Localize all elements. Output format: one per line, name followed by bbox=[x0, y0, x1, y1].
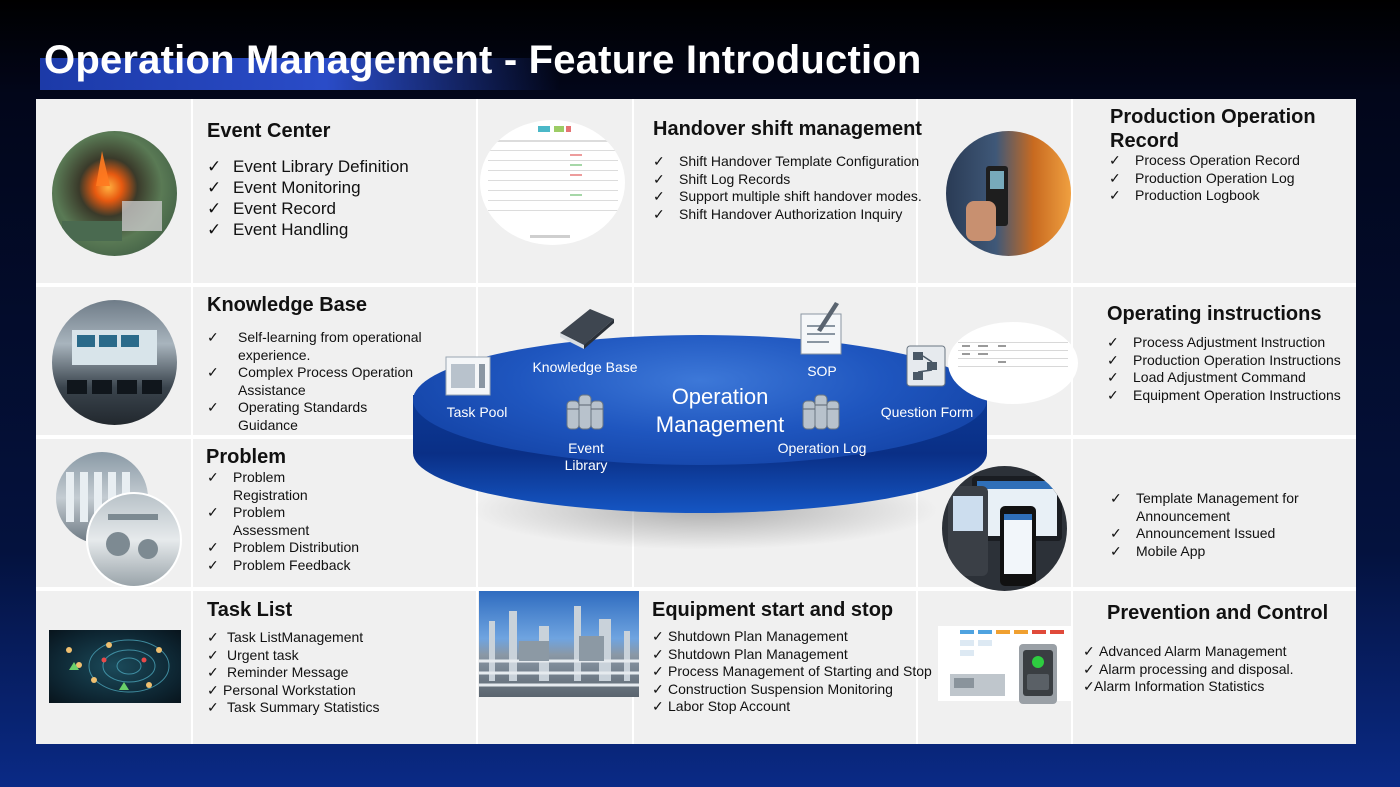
event-center-heading: Event Center bbox=[207, 120, 331, 142]
list-item: ✓Urgent task bbox=[207, 646, 299, 663]
handover-heading: Handover shift management bbox=[653, 118, 922, 140]
list-item: ✓Advanced Alarm Management bbox=[1083, 643, 1287, 659]
question-form-label[interactable]: Question Form bbox=[880, 404, 974, 420]
task-list-heading: Task List bbox=[207, 599, 293, 621]
list-item: ✓Announcement Issued bbox=[1110, 525, 1276, 541]
event-library-database-icon[interactable] bbox=[563, 391, 607, 438]
prevention-list: ✓Advanced Alarm Management ✓Alarm proces… bbox=[1083, 643, 1294, 696]
task-list-image bbox=[49, 630, 181, 703]
list-item: ✓Support multiple shift handover modes. bbox=[653, 188, 922, 204]
list-item: ✓Production Logbook bbox=[1109, 187, 1260, 203]
production-record-heading: Production Operation Record bbox=[1110, 106, 1316, 152]
list-item: ✓Shutdown Plan Management bbox=[652, 628, 848, 644]
handover-screenshot bbox=[480, 120, 625, 245]
operating-instructions-screenshot bbox=[948, 322, 1078, 404]
list-item: ✓Load Adjustment Command bbox=[1107, 369, 1306, 385]
list-item: ✓Task ListManagement bbox=[207, 629, 364, 645]
page-title: Operation Management - Feature Introduct… bbox=[44, 38, 922, 82]
list-item: ✓Problem Feedback bbox=[207, 556, 351, 573]
equipment-image bbox=[479, 591, 639, 697]
list-item: ✓Construction Suspension Monitoring bbox=[652, 680, 893, 697]
list-item: ✓Mobile App bbox=[1110, 542, 1206, 559]
list-item: ✓Event Library Definition bbox=[207, 157, 409, 176]
list-item: ✓Task Summary Statistics bbox=[207, 699, 380, 715]
event-library-label[interactable]: Event Library bbox=[564, 440, 608, 473]
list-item: ✓Problem Distribution bbox=[207, 539, 360, 555]
knowledge-base-image bbox=[52, 300, 177, 425]
list-item: ✓Production Operation Log bbox=[1109, 169, 1295, 186]
list-item: ✓Personal Workstation bbox=[207, 681, 356, 698]
list-item: ✓Event Monitoring bbox=[207, 178, 361, 197]
prevention-heading: Prevention and Control bbox=[1107, 602, 1329, 624]
alarm-device-image bbox=[1019, 644, 1057, 704]
grid-line bbox=[191, 99, 193, 744]
list-item: ✓Process Management of Starting and Stop bbox=[652, 663, 932, 679]
list-item: ✓Shutdown Plan Management bbox=[652, 645, 848, 662]
operation-log-database-icon[interactable] bbox=[799, 391, 843, 438]
sop-document-icon[interactable] bbox=[799, 300, 845, 361]
operation-log-label[interactable]: Operation Log bbox=[777, 440, 867, 456]
list-item: ✓Alarm processing and disposal. bbox=[1083, 660, 1294, 677]
list-item: ✓Process Operation Record bbox=[1109, 152, 1300, 168]
operation-disc bbox=[413, 335, 987, 465]
operating-instructions-list: ✓Process Adjustment Instruction ✓Product… bbox=[1107, 334, 1341, 404]
grid-line bbox=[1071, 99, 1073, 744]
question-form-icon[interactable] bbox=[905, 344, 947, 393]
list-item: ✓Event Handling bbox=[207, 220, 349, 239]
knowledge-base-label[interactable]: Knowledge Base bbox=[532, 359, 638, 375]
list-item: ✓Shift Handover Authorization Inquiry bbox=[653, 205, 903, 222]
list-item: ✓Equipment Operation Instructions bbox=[1107, 386, 1341, 403]
equipment-heading: Equipment start and stop bbox=[652, 599, 894, 621]
task-list-list: ✓Task ListManagement ✓Urgent task ✓Remin… bbox=[207, 629, 379, 717]
problem-heading: Problem bbox=[206, 446, 287, 468]
event-center-list: ✓Event Library Definition ✓Event Monitor… bbox=[207, 156, 409, 240]
equipment-list: ✓Shutdown Plan Management ✓Shutdown Plan… bbox=[652, 628, 932, 716]
mobile-app-image bbox=[942, 466, 1067, 591]
list-item: ✓Labor Stop Account bbox=[652, 698, 791, 714]
knowledge-base-heading: Knowledge Base bbox=[207, 294, 368, 316]
list-item: ✓Alarm Information Statistics bbox=[1083, 678, 1265, 694]
knowledge-base-book-icon[interactable] bbox=[556, 305, 616, 355]
production-record-list: ✓Process Operation Record ✓Production Op… bbox=[1109, 152, 1300, 205]
task-pool-icon[interactable] bbox=[445, 356, 491, 401]
task-pool-label[interactable]: Task Pool bbox=[446, 404, 508, 420]
event-center-image bbox=[52, 131, 177, 256]
list-item: ✓Production Operation Instructions bbox=[1107, 351, 1341, 368]
operating-instructions-heading: Operating instructions bbox=[1107, 303, 1322, 325]
list-item: ✓Shift Log Records bbox=[653, 170, 791, 187]
production-record-image bbox=[946, 131, 1071, 256]
sop-label[interactable]: SOP bbox=[807, 363, 837, 379]
problem-image-2 bbox=[86, 492, 182, 588]
grid-line bbox=[36, 283, 1356, 287]
list-item: ✓Process Adjustment Instruction bbox=[1107, 334, 1326, 350]
title-highlight-bar bbox=[40, 58, 560, 90]
list-item: ✓Event Record bbox=[207, 199, 336, 218]
grid-line bbox=[36, 587, 1356, 591]
operation-management-title: Operation Management bbox=[655, 384, 785, 437]
list-item: ✓Reminder Message bbox=[207, 664, 349, 680]
handover-list: ✓Shift Handover Template Configuration ✓… bbox=[653, 153, 922, 223]
list-item: ✓Shift Handover Template Configuration bbox=[653, 153, 920, 169]
